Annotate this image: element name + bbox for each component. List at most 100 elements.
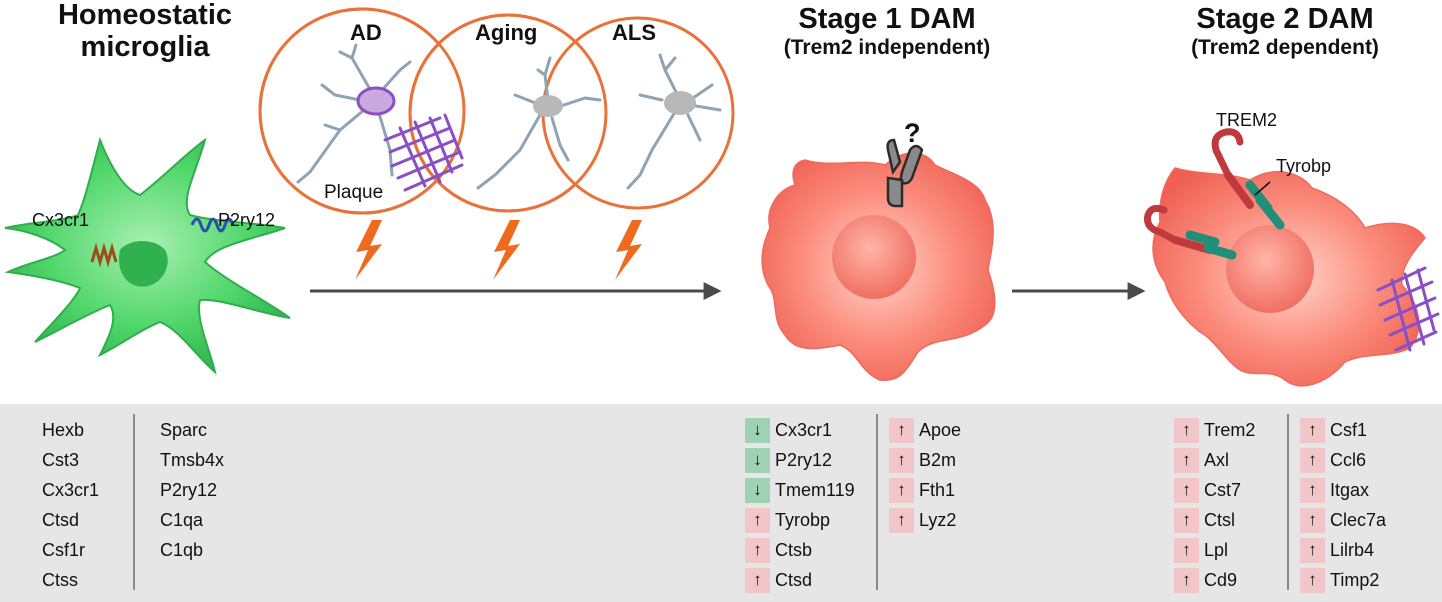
stage2-title-line1: Stage 2 DAM [1196,3,1374,35]
gene-row: ↑Lyz2 [889,505,961,535]
up-arrow-icon: ↑ [1300,417,1325,443]
gene-name: Tmem119 [775,479,855,500]
gene-item: Cst3 [42,449,80,470]
gene-name: Ccl6 [1330,449,1367,470]
up-arrow-icon: ↑ [1174,507,1199,533]
stage1-divider [876,414,878,590]
up-arrow-icon: ↑ [1300,477,1325,503]
up-arrow-icon: ↑ [889,447,914,473]
gene-name: Trem2 [1204,419,1256,440]
trem2-label: TREM2 [1216,110,1278,130]
als-microglia-body [664,91,696,115]
homeostatic-title-line2: microglia [80,30,210,63]
gene-row: ↑Ccl6 [1300,445,1386,475]
gene-row: ↑Ctsl [1174,505,1255,535]
up-arrow-icon: ↑ [745,507,770,533]
stage1-title-line2: (Trem2 independent) [783,35,991,59]
gene-name: Cst7 [1204,479,1242,500]
gene-item: Hexb [42,419,85,440]
up-arrow-icon: ↑ [889,417,914,443]
up-arrow-icon: ↑ [1300,567,1325,593]
gene-row: ↑Lpl [1174,535,1255,565]
gene-item: Ctss [42,569,78,590]
als-microglia-icon [626,53,722,190]
homeostatic-nucleus [119,241,168,287]
up-arrow-icon: ↑ [1174,477,1199,503]
gene-item: C1qa [160,509,204,530]
aging-microglia-body [533,95,563,117]
gene-name: Lpl [1204,539,1229,560]
gene-row: ↑Csf1 [1300,415,1386,445]
gene-name: Ctsd [775,569,813,590]
gene-row: ↓P2ry12 [745,445,855,475]
gene-row: ↑Itgax [1300,475,1386,505]
homeostatic-title: Homeostatic microglia [30,0,260,64]
gene-name: Tyrobp [775,509,831,530]
gene-row: ↑Fth1 [889,475,961,505]
gene-name: Cx3cr1 [775,419,833,440]
up-arrow-icon: ↑ [1174,417,1199,443]
down-arrow-icon: ↓ [745,417,770,443]
stage2-genes-col1: ↑Trem2 ↑Axl ↑Cst7 ↑Ctsl ↑Lpl ↑Cd9 [1174,415,1255,595]
gene-row: ↓Cx3cr1 [745,415,855,445]
up-arrow-icon: ↑ [1174,447,1199,473]
gene-row: ↑B2m [889,445,961,475]
gene-name: P2ry12 [775,449,833,470]
stage2-divider [1287,414,1289,590]
up-arrow-icon: ↑ [1174,567,1199,593]
gene-name: B2m [919,449,957,470]
stage1-genes-col2: ↑Apoe ↑B2m ↑Fth1 ↑Lyz2 [889,415,961,535]
gene-name: Ctsl [1204,509,1235,530]
up-arrow-icon: ↑ [889,477,914,503]
gene-row: ↑Axl [1174,445,1255,475]
gene-name: Csf1 [1330,419,1368,440]
gene-row: ↑Ctsb [745,535,855,565]
stage2-title-line2: (Trem2 dependent) [1191,35,1379,59]
stage2-genes-col2: ↑Csf1 ↑Ccl6 ↑Itgax ↑Clec7a ↑Lilrb4 ↑Timp… [1300,415,1386,595]
aging-label: Aging [475,20,538,45]
gene-row: ↑Cst7 [1174,475,1255,505]
gene-row: ↑Ctsd [745,565,855,595]
up-arrow-icon: ↑ [889,507,914,533]
homeostatic-genes-col2: Sparc Tmsb4x P2ry12 C1qa C1qb [160,415,224,565]
stage1-title-line1: Stage 1 DAM [798,3,976,35]
gene-row: ↑Clec7a [1300,505,1386,535]
gene-name: Cd9 [1204,569,1238,590]
gene-row: ↑Timp2 [1300,565,1386,595]
gene-item: C1qb [160,539,204,560]
gene-name: Fth1 [919,479,956,500]
up-arrow-icon: ↑ [745,567,770,593]
aging-lightning-icon [493,220,520,280]
unknown-receptor-icon [886,138,924,208]
gene-row: ↑Cd9 [1174,565,1255,595]
up-arrow-icon: ↑ [1300,537,1325,563]
down-arrow-icon: ↓ [745,477,770,503]
plaque-label: Plaque [324,182,384,203]
gene-name: Timp2 [1330,569,1380,590]
gene-row: ↑Apoe [889,415,961,445]
up-arrow-icon: ↑ [1300,447,1325,473]
p2ry12-label: P2ry12 [218,210,276,230]
stage2-plaque-icon [1376,266,1440,352]
ad-label: AD [350,20,382,45]
gene-row: ↑Tyrobp [745,505,855,535]
homeostatic-divider [133,414,135,590]
gene-item: Ctsd [42,509,80,530]
gene-row: ↓Tmem119 [745,475,855,505]
gene-expression-band [0,404,1442,602]
ad-lightning-icon [355,220,382,280]
gene-item: P2ry12 [160,479,218,500]
amyloid-plaque-icon [383,113,464,192]
up-arrow-icon: ↑ [1174,537,1199,563]
gene-name: Ctsb [775,539,813,560]
gene-row: ↑Lilrb4 [1300,535,1386,565]
homeostatic-genes-col1: Hexb Cst3 Cx3cr1 Ctsd Csf1r Ctss [42,415,99,595]
p2ry12-receptor-icon [190,217,235,233]
question-mark: ? [904,118,921,148]
homeostatic-title-line1: Homeostatic [57,0,233,31]
gene-row: ↑Trem2 [1174,415,1255,445]
up-arrow-icon: ↑ [745,537,770,563]
stage2-title: Stage 2 DAM (Trem2 dependent) [1150,3,1420,59]
